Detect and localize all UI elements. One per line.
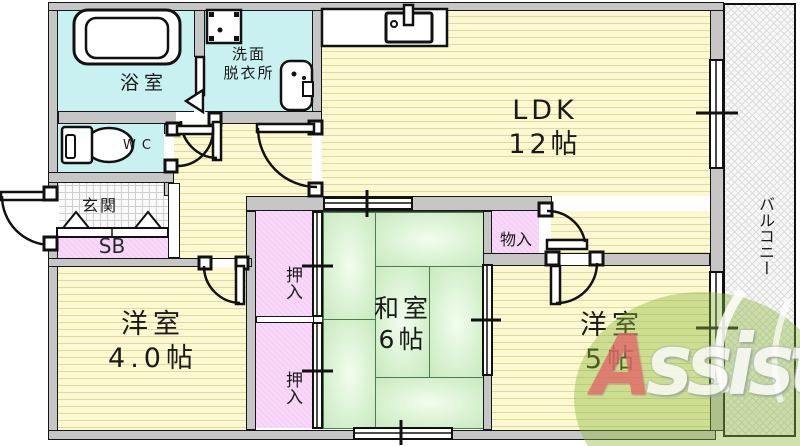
label-western5: 洋室 5帖: [530, 309, 694, 377]
room-storage: [490, 211, 540, 253]
label-japanese6-name: 和室: [373, 294, 432, 323]
label-washroom-line1: 洗面: [231, 45, 266, 63]
label-closet-bottom: 押入: [282, 371, 302, 405]
room-western4: [58, 267, 246, 430]
bathtub-icon: [72, 8, 182, 66]
logo-rest: ssist: [646, 316, 800, 414]
label-storage: 物入: [499, 230, 532, 249]
room-western5: [492, 266, 710, 430]
wall-genkan-east: [168, 183, 180, 258]
wc-door: [163, 121, 215, 174]
room-closet-top: [256, 211, 314, 316]
label-closet-top: 押入: [282, 266, 302, 300]
washbasin-icon: [279, 59, 314, 112]
wall-closet-divider: [256, 316, 314, 323]
label-shoebox: SB: [98, 234, 126, 258]
wall-closet-west: [246, 211, 256, 430]
fusuma-japanese6-western5: [471, 264, 501, 376]
shoebox-sb: [58, 237, 168, 258]
label-ldk: LDK 12帖: [460, 94, 630, 162]
window-ldk-balcony: [696, 59, 738, 169]
tatami-mat: [429, 266, 484, 378]
label-genkan: 玄関: [81, 196, 118, 215]
label-balcony: バルコニー: [756, 196, 775, 276]
label-western4: 洋室 4.0帖: [70, 308, 236, 376]
step-arrow-icon: [60, 210, 92, 229]
label-bath: 浴室: [119, 72, 168, 94]
western4-door: [197, 255, 250, 306]
label-western4-name: 洋室: [121, 309, 185, 340]
wall-under-wc: [48, 172, 174, 183]
room-japanese6: [322, 211, 484, 429]
label-wc: WC: [123, 138, 157, 153]
label-japanese6: 和室 6帖: [330, 293, 476, 356]
genkan-step: [56, 210, 169, 238]
label-western4-size: 4.0帖: [108, 342, 198, 374]
window-japanese6-south: [353, 420, 453, 445]
room-closet-bottom: [256, 323, 314, 428]
label-western5-name: 洋室: [580, 310, 644, 341]
fusuma-closet-bottom: [302, 322, 333, 429]
label-ldk-size: 12帖: [508, 128, 582, 160]
label-japanese6-size: 6帖: [378, 325, 428, 355]
step-arrow-icon: [132, 210, 164, 229]
label-western5-size: 5帖: [584, 343, 640, 375]
wall-western4-north: [48, 258, 252, 267]
washing-machine-icon: [205, 8, 243, 45]
watermark-assist-logo: Assist: [592, 316, 800, 414]
toilet-icon: [60, 125, 135, 165]
label-washroom-line2: 脱衣所: [223, 63, 275, 82]
label-washroom: 洗面 脱衣所: [206, 45, 292, 83]
entrance-door: [0, 185, 59, 252]
label-ldk-name: LDK: [512, 95, 578, 126]
washroom-door: [179, 111, 223, 162]
kitchen-sink-icon: [320, 3, 449, 48]
logo-initial: A: [592, 316, 652, 414]
western5-door: [544, 250, 605, 306]
hallway-extension: [180, 196, 246, 258]
bath-door: [183, 55, 206, 115]
storage-door: [537, 201, 589, 251]
sliding-door-ldk-japanese6: [323, 190, 413, 217]
ldk-hall-door: [255, 119, 324, 198]
fusuma-closet-top: [302, 211, 333, 317]
